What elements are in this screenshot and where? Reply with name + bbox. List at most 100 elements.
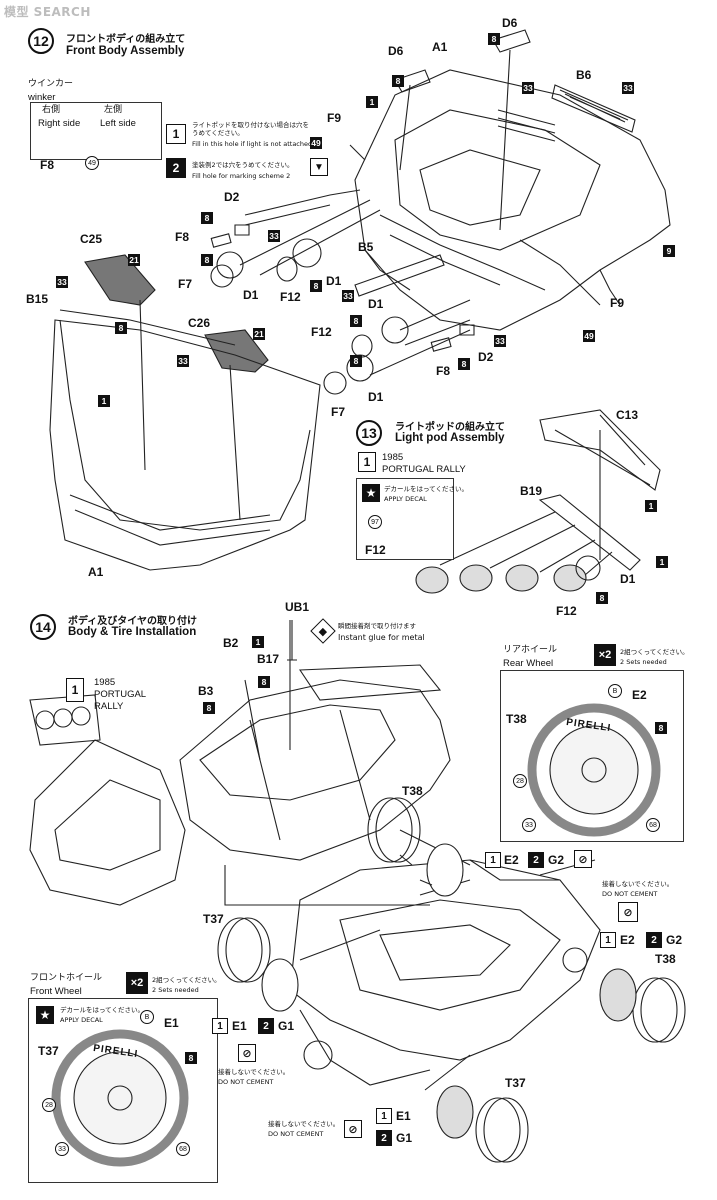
- scheme-2-badge: 2: [646, 932, 662, 948]
- lamp-5: [576, 556, 600, 580]
- scheme-2-badge: 2: [376, 1130, 392, 1146]
- color-8: 8: [350, 355, 362, 367]
- color-1: 1: [252, 636, 264, 648]
- part-b3: B3: [198, 684, 214, 698]
- color-28: 28: [513, 774, 527, 788]
- b5-strip: [355, 255, 444, 296]
- step-13-event: PORTUGAL RALLY: [382, 464, 466, 475]
- color-8: 8: [488, 33, 500, 45]
- color-68: 68: [646, 818, 660, 832]
- part-ub1: UB1: [285, 600, 310, 614]
- scheme-2-badge: 2: [258, 1018, 274, 1034]
- front-inner-body: [50, 320, 320, 570]
- scheme-1-badge: 1: [166, 124, 186, 144]
- rear-wheel-en: Rear Wheel: [503, 658, 554, 669]
- d1-housing-c: [382, 317, 408, 343]
- f7-lens-b: [324, 372, 346, 394]
- part-b2: B2: [223, 636, 239, 650]
- front-wheel-panel: [28, 998, 218, 1183]
- part-a1: A1: [432, 40, 448, 54]
- fill-hole-icon: ▼: [310, 158, 328, 176]
- color-1: 1: [645, 500, 657, 512]
- scheme-1-badge: 1: [376, 1108, 392, 1124]
- color-33: 33: [55, 1142, 69, 1156]
- step-14-year: 1985: [94, 677, 116, 688]
- front-body-shell: [355, 70, 670, 330]
- note1-en: Fill in this hole if light is not attach…: [192, 140, 313, 148]
- scheme-1-badge: 1: [485, 852, 501, 868]
- scheme-2-badge: 2: [166, 158, 186, 178]
- part-e2: E2: [504, 853, 519, 867]
- part-b5: B5: [358, 240, 374, 254]
- part-d2: D2: [224, 190, 240, 204]
- part-t38: T38: [402, 784, 423, 798]
- note2-en: Fill hole for marking scheme 2: [192, 172, 291, 180]
- part-d2: D2: [478, 350, 494, 364]
- right-side-en: Right side: [38, 118, 81, 129]
- part-e2: E2: [620, 933, 635, 947]
- color-8: 8: [201, 254, 213, 266]
- decal-en-14: APPLY DECAL: [60, 1016, 103, 1024]
- rear-wing: [300, 665, 440, 700]
- f8-lens-a: [211, 234, 231, 247]
- color-1: 1: [366, 96, 378, 108]
- color-8: 8: [392, 75, 404, 87]
- color-49: 49: [310, 137, 322, 149]
- lamp-2: [460, 565, 492, 591]
- part-t37: T37: [505, 1076, 526, 1090]
- part-g1: G1: [396, 1131, 413, 1145]
- front-hood-body: [30, 740, 185, 905]
- part-f7: F7: [331, 405, 346, 419]
- front-wheel-right: [437, 1086, 473, 1138]
- nocement-jp: 接着しないでください。: [602, 880, 674, 888]
- part-d1: D1: [326, 274, 342, 288]
- part-d1: D1: [368, 390, 384, 404]
- front-label-b: B: [140, 1010, 154, 1024]
- color-21: 21: [253, 328, 265, 340]
- lamp-1: [416, 567, 448, 593]
- part-f12-13: F12: [556, 604, 577, 618]
- c25-shield: [85, 255, 155, 305]
- part-a1: A1: [88, 565, 104, 579]
- color-1: 1: [656, 556, 668, 568]
- color-33: 33: [494, 335, 506, 347]
- winker-jp: ウインカー: [28, 79, 74, 89]
- part-c25: C25: [80, 232, 103, 246]
- color-28: 28: [42, 1098, 56, 1112]
- note1-jp: ライトポッドを取り付けない場合は穴をうめてください。: [192, 121, 309, 137]
- color-8: 8: [458, 358, 470, 370]
- color-33: 33: [522, 818, 536, 832]
- step-14-title-en: Body & Tire Installation: [68, 626, 197, 638]
- part-f12-decal: F12: [365, 543, 386, 557]
- scheme-1-badge: 1: [358, 452, 376, 472]
- color-8: 8: [201, 212, 213, 224]
- rear-label-b: B: [608, 684, 622, 698]
- d1-housing-a: [217, 252, 243, 278]
- no-cement-icon: ⊘: [574, 850, 592, 868]
- part-d1: D1: [243, 288, 259, 302]
- rear-wheel-left: [427, 844, 463, 896]
- part-t37-detail: T37: [38, 1044, 59, 1058]
- no-cement-icon: ⊘: [238, 1044, 256, 1062]
- decal-jp-13: デカールをはってください。: [384, 485, 468, 493]
- part-c26: C26: [188, 316, 211, 330]
- decal-jp-14: デカールをはってください。: [60, 1006, 144, 1014]
- f12-lens-a: [277, 257, 297, 281]
- part-g1: G1: [278, 1019, 295, 1033]
- scheme-1-badge: 1: [600, 932, 616, 948]
- decal-en-13: APPLY DECAL: [384, 495, 427, 503]
- step-13-title-jp: ライトポッドの組み立て: [395, 422, 505, 433]
- part-d1-13: D1: [620, 572, 636, 586]
- front-wheel-en: Front Wheel: [30, 986, 82, 997]
- part-f8: F8: [175, 230, 190, 244]
- star-icon: ★: [362, 484, 380, 502]
- step-12-title-en: Front Body Assembly: [66, 45, 185, 57]
- x2-badge: ×2: [594, 644, 616, 666]
- step-12-number: 12: [28, 28, 54, 54]
- no-cement-icon: ⊘: [344, 1120, 362, 1138]
- decal-97: 97: [368, 515, 382, 529]
- part-e1: E1: [232, 1019, 247, 1033]
- d2-bracket-b: [460, 325, 474, 335]
- rear-wheel-right: [600, 969, 636, 1021]
- glue-jp: 瞬間接着剤で取り付けます: [338, 622, 416, 630]
